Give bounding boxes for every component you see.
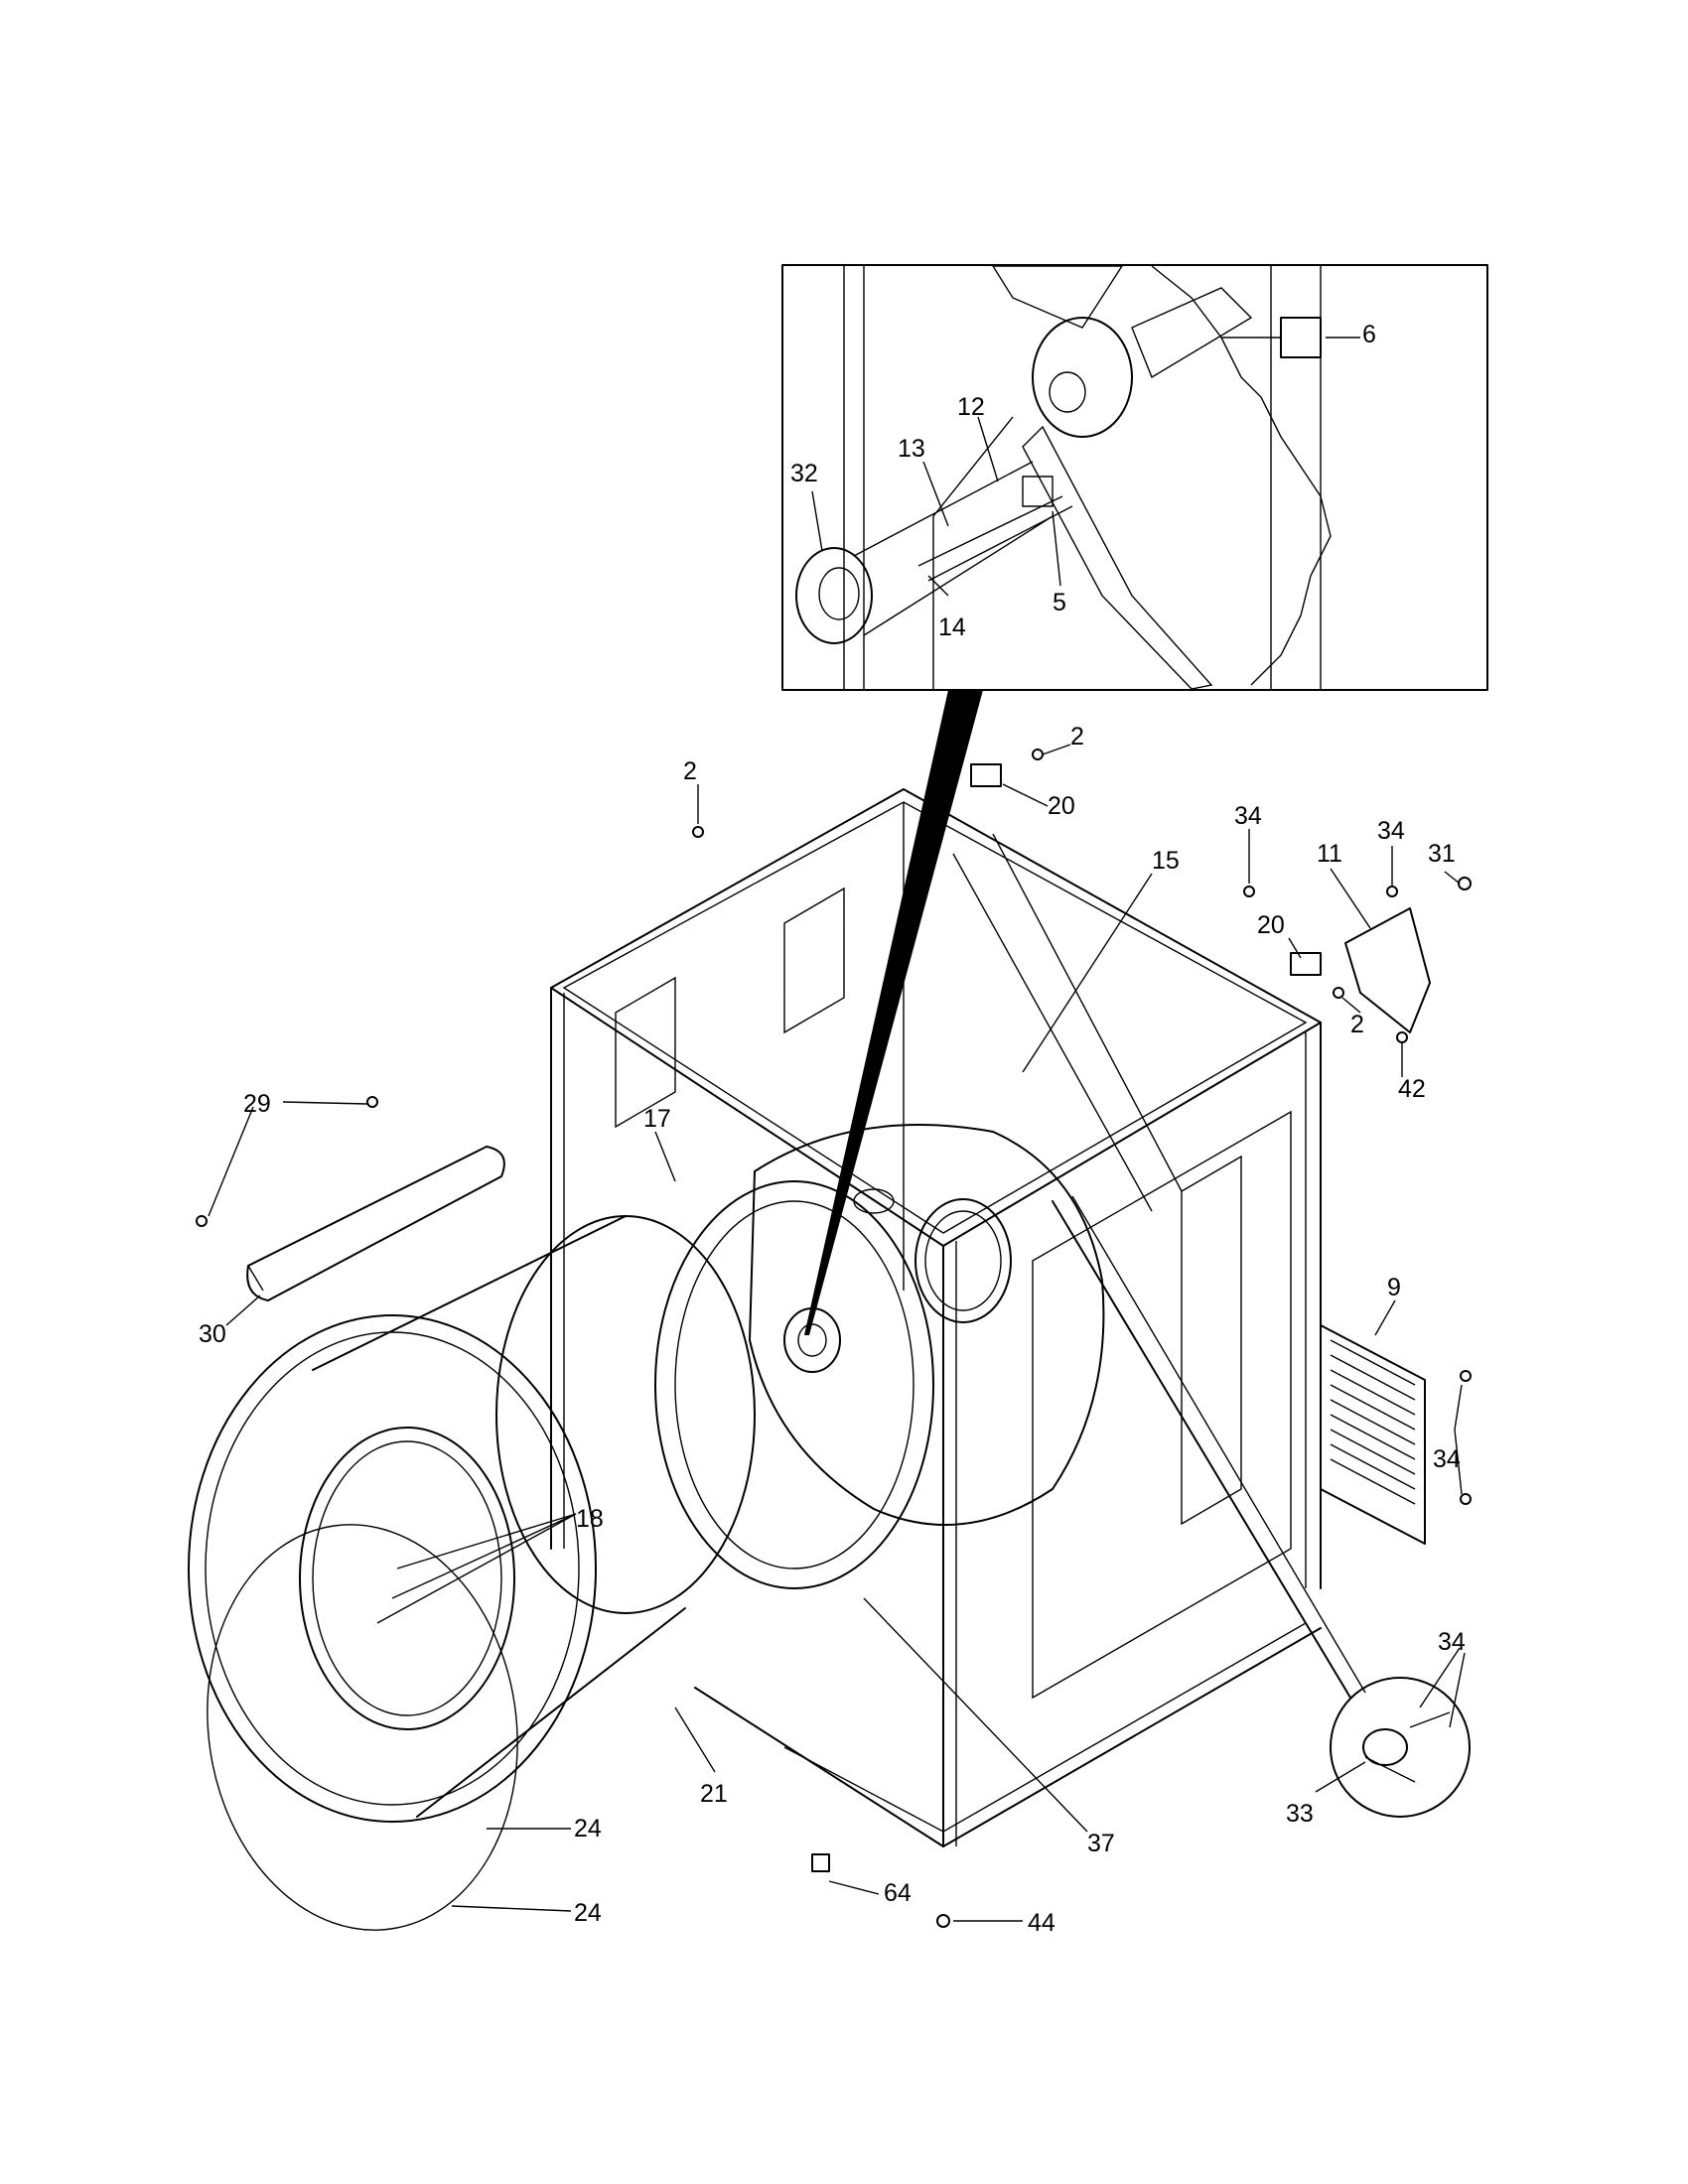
- callout-9: 9: [1387, 1274, 1401, 1301]
- callout-15: 15: [1152, 847, 1180, 875]
- callout-20-top: 20: [1048, 792, 1075, 820]
- callout-14: 14: [938, 614, 966, 641]
- rear-bulkhead: [749, 1124, 1105, 1526]
- callout-21: 21: [700, 1780, 728, 1808]
- callout-31: 31: [1428, 840, 1456, 868]
- drum-bearing-ring-17: [654, 1180, 934, 1589]
- callout-30: 30: [199, 1320, 226, 1348]
- small-fasteners: [196, 749, 1472, 1928]
- callout-2-top-left: 2: [683, 757, 697, 785]
- callout-18: 18: [576, 1505, 604, 1533]
- callout-6: 6: [1362, 321, 1376, 348]
- callout-12: 12: [957, 393, 985, 421]
- callout-34-motor: 34: [1438, 1628, 1466, 1656]
- callout-20-right: 20: [1257, 911, 1285, 939]
- callout-5: 5: [1053, 589, 1066, 616]
- callout-29: 29: [243, 1090, 271, 1118]
- callout-11: 11: [1317, 840, 1342, 868]
- cabinet-frame: [550, 788, 1366, 1847]
- motor-detail-33: [1330, 1677, 1471, 1818]
- detail-inset: [781, 264, 1488, 691]
- drum-ring-24: [207, 1524, 518, 1931]
- callout-2-right: 2: [1350, 1011, 1364, 1038]
- drum-21: [188, 1215, 756, 1823]
- callout-34-top: 34: [1234, 802, 1262, 830]
- duct-30: [246, 1146, 505, 1301]
- callout-34-bracket: 34: [1377, 817, 1405, 845]
- callout-32: 32: [790, 460, 818, 487]
- callout-42: 42: [1398, 1075, 1426, 1103]
- callout-labels: 6 12 13 32 5 14 2 2 20 15 34 34 11 31 20…: [199, 321, 1466, 1937]
- callout-37: 37: [1087, 1830, 1115, 1857]
- callout-44: 44: [1028, 1909, 1055, 1937]
- callout-2-top: 2: [1070, 723, 1084, 751]
- leader-lines: [208, 744, 1466, 1922]
- callout-17: 17: [643, 1105, 671, 1133]
- callout-24-lower: 24: [574, 1899, 602, 1927]
- bracket-11: [1344, 907, 1431, 1033]
- callout-13: 13: [898, 435, 925, 463]
- callout-64: 64: [884, 1879, 912, 1907]
- grille-9: [1320, 1324, 1426, 1545]
- detail-pointer-wedge: [804, 690, 983, 1335]
- callout-33: 33: [1286, 1800, 1314, 1828]
- callout-24-upper: 24: [574, 1815, 602, 1843]
- callout-34-grille: 34: [1433, 1445, 1461, 1473]
- inset-frame: [781, 264, 1488, 691]
